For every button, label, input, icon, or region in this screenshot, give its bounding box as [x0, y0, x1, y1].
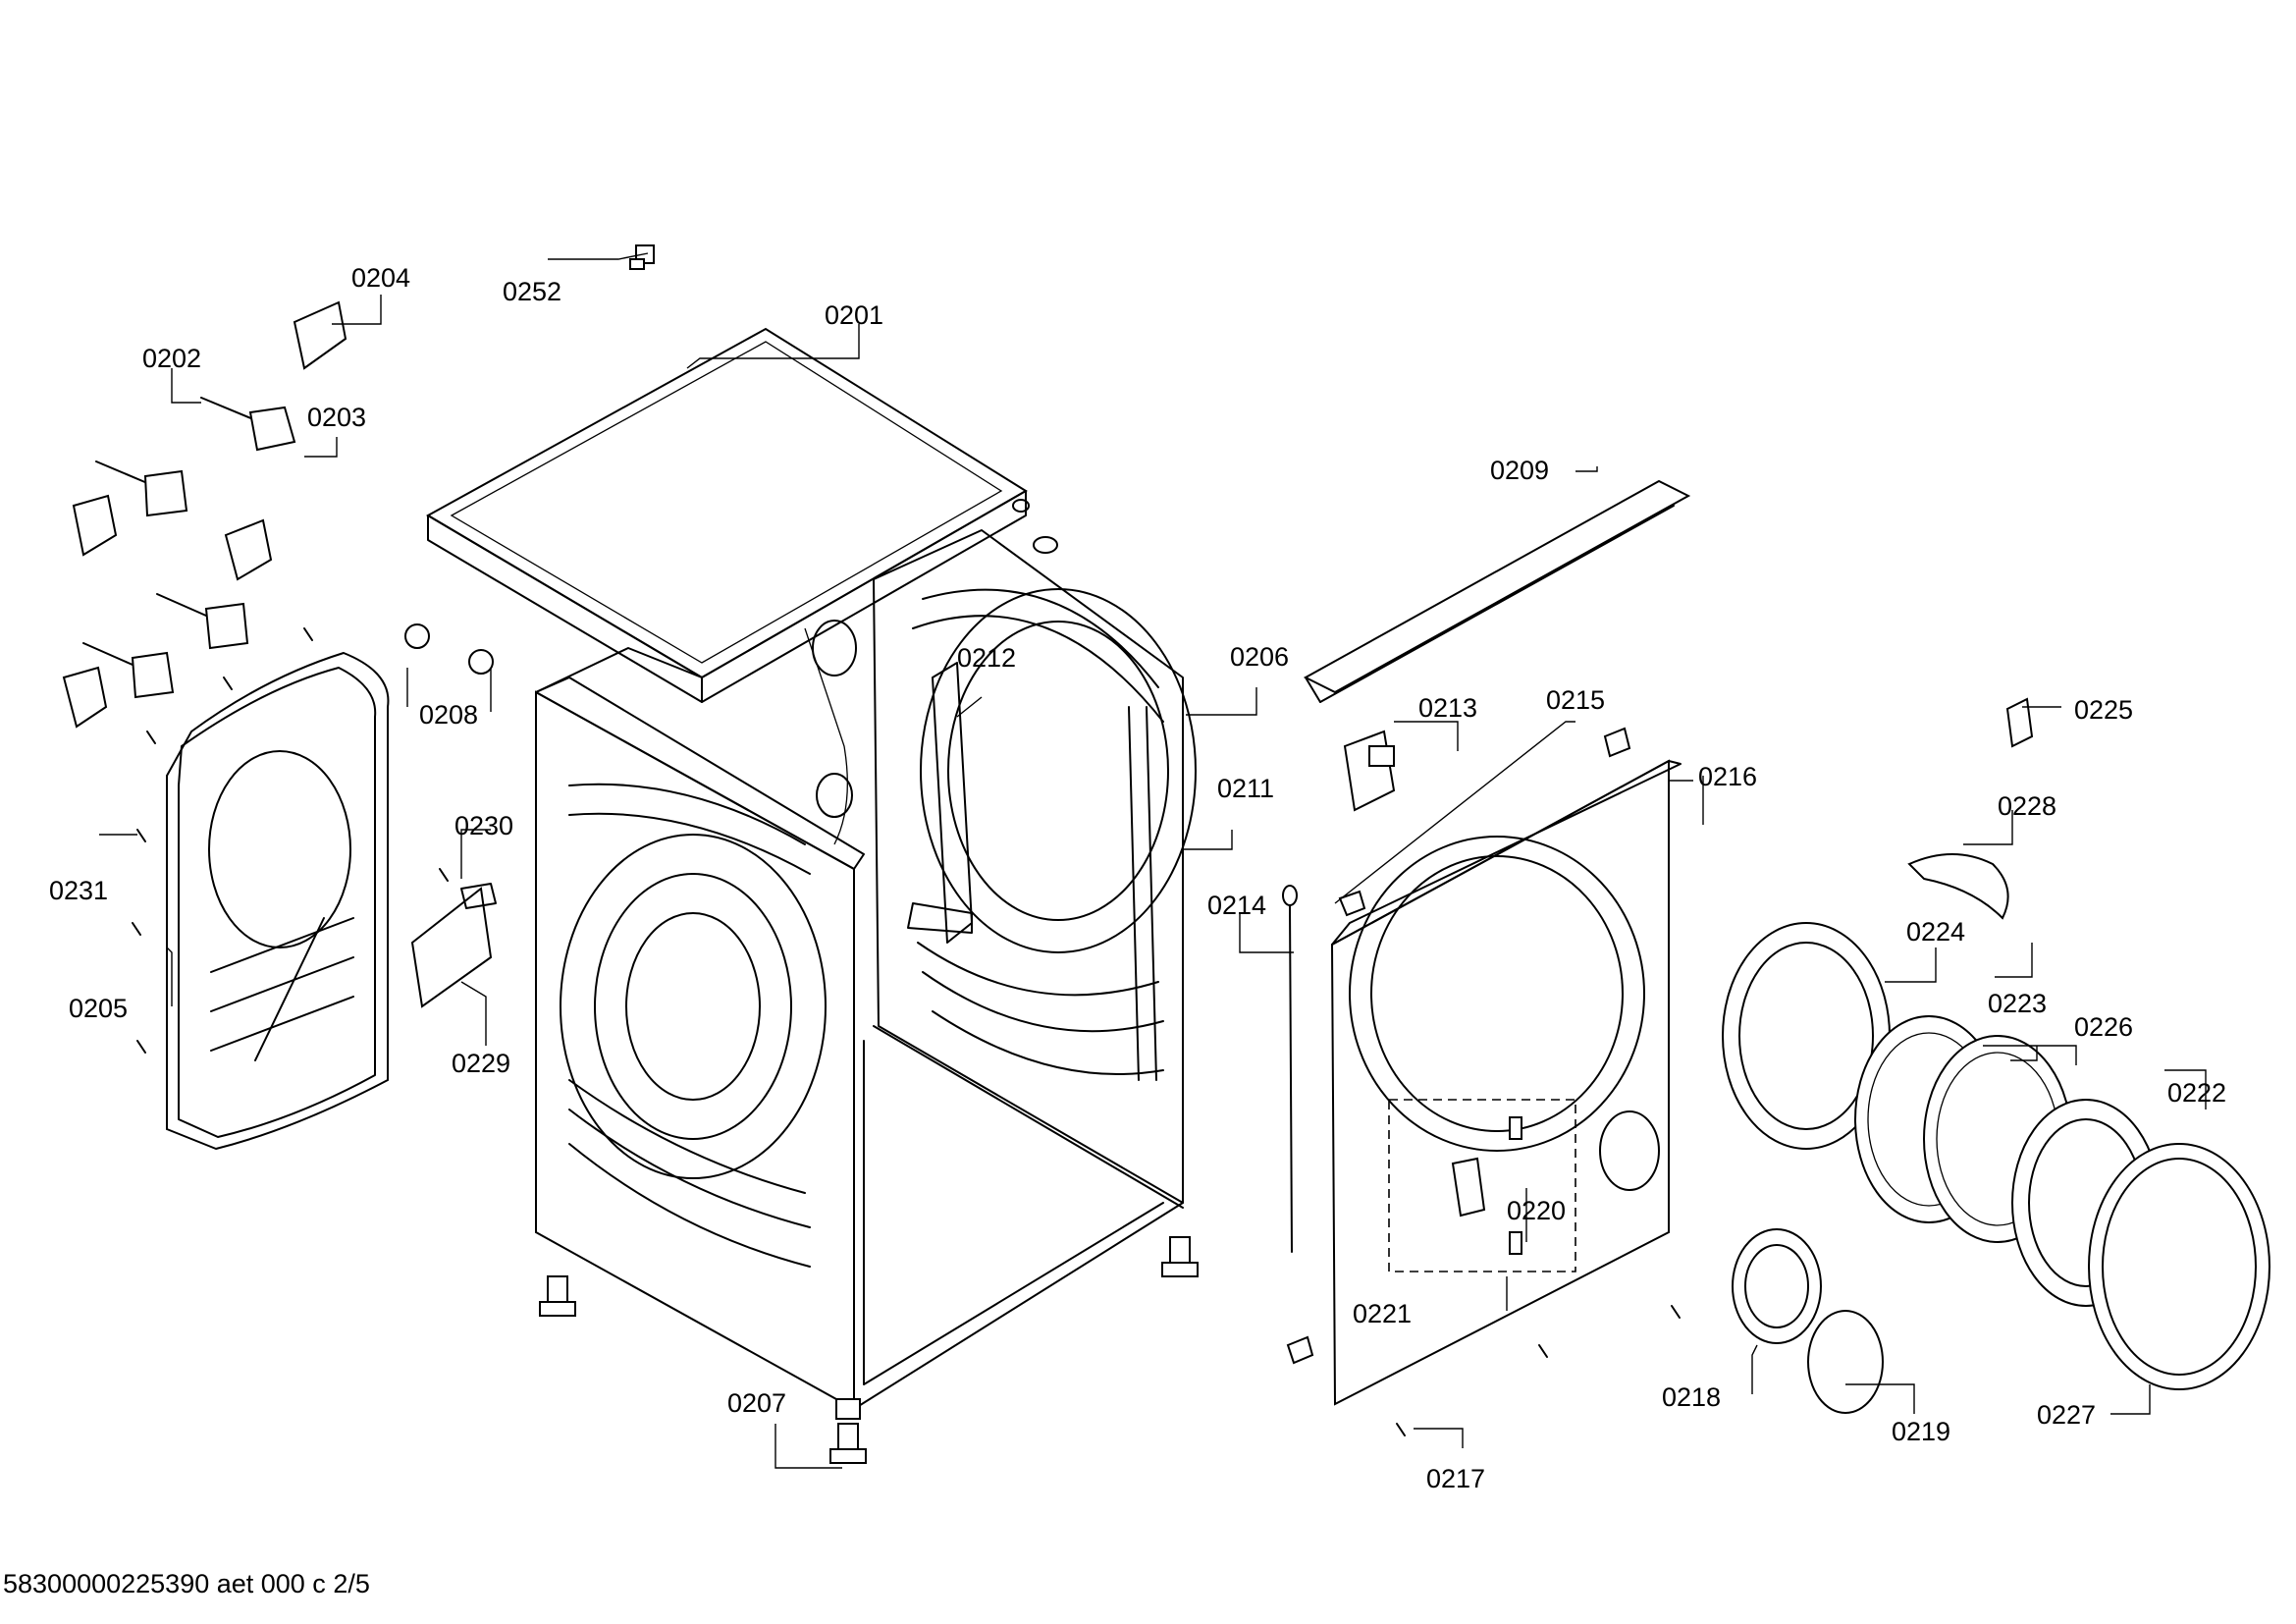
- callout-0229: 0229: [452, 1049, 510, 1078]
- callout-0205: 0205: [69, 994, 128, 1023]
- callout-labels: 0201 0202 0203 0204 0205 0206 0207 0208 …: [49, 263, 2226, 1493]
- callout-0202: 0202: [142, 344, 201, 373]
- callout-0208: 0208: [419, 700, 478, 730]
- callout-0224: 0224: [1906, 917, 1965, 947]
- callout-0230: 0230: [454, 811, 513, 840]
- callout-0231: 0231: [49, 876, 108, 905]
- mount-bracket-parts: [62, 244, 655, 729]
- callout-0252: 0252: [503, 277, 561, 306]
- cable-rod-part: [1282, 885, 1298, 1253]
- callout-0221: 0221: [1353, 1299, 1412, 1328]
- panel-bracket-part: [410, 883, 497, 1008]
- callout-0218: 0218: [1662, 1382, 1721, 1412]
- callout-0216: 0216: [1698, 762, 1757, 791]
- leader-lines: [99, 252, 2207, 1469]
- callout-0222: 0222: [2167, 1078, 2226, 1108]
- callout-0214: 0214: [1207, 891, 1266, 920]
- front-panel-part: [1286, 727, 1682, 1406]
- callout-0203: 0203: [307, 403, 366, 432]
- callout-0211: 0211: [1217, 774, 1274, 803]
- callout-0217: 0217: [1426, 1464, 1485, 1493]
- callout-0212: 0212: [957, 643, 1016, 673]
- document-id-footer: 58300000225390 aet 000 c 2/5: [3, 1569, 370, 1598]
- top-cover-part: [425, 327, 1028, 703]
- callout-0228: 0228: [1998, 791, 2056, 821]
- callout-0227: 0227: [2037, 1400, 2096, 1430]
- callout-0209: 0209: [1490, 456, 1549, 485]
- callout-0223: 0223: [1988, 989, 2047, 1018]
- callout-0206: 0206: [1230, 642, 1289, 672]
- callout-0201: 0201: [825, 300, 883, 330]
- callout-0204: 0204: [351, 263, 410, 293]
- screw-parts: [132, 627, 1681, 1436]
- front-rail-part: [1303, 479, 1691, 703]
- callout-0225: 0225: [2074, 695, 2133, 725]
- callout-0220: 0220: [1507, 1196, 1566, 1225]
- callout-0219: 0219: [1892, 1417, 1950, 1446]
- callout-0226: 0226: [2074, 1012, 2133, 1042]
- control-module-part: [1343, 730, 1396, 812]
- callout-0207: 0207: [727, 1388, 786, 1418]
- rear-panel-part: [166, 651, 390, 1151]
- callout-0213: 0213: [1418, 693, 1477, 723]
- door-parts: [1722, 697, 2270, 1414]
- foot-part: [539, 1236, 1199, 1464]
- callout-0215: 0215: [1546, 685, 1605, 715]
